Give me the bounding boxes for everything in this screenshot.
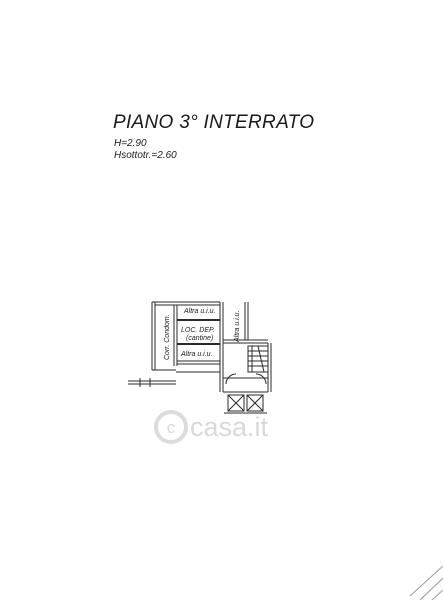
watermark-logo-glyph: c xyxy=(167,418,176,437)
side-unit-label: Altra u.i.u. xyxy=(234,310,241,343)
height-annotation: H=2.90 xyxy=(114,138,147,149)
corridor-label: Corr. Condom. xyxy=(164,314,171,360)
watermark: c casa.it xyxy=(154,410,269,444)
room-label-other-unit-bottom: Altra u.i.u. xyxy=(180,351,213,358)
room-label-other-unit-top: Altra u.i.u. xyxy=(183,308,216,315)
room-label-storage: LOC. DEP. xyxy=(181,327,215,334)
watermark-text: casa.it xyxy=(190,412,269,442)
floor-title: PIANO 3° INTERRATO xyxy=(113,112,315,133)
watermark-logo-icon xyxy=(154,410,188,444)
room-label-storage-cellars: (cantine) xyxy=(186,335,213,342)
hsottotrave-annotation: Hsottotr.=2.60 xyxy=(114,150,177,161)
